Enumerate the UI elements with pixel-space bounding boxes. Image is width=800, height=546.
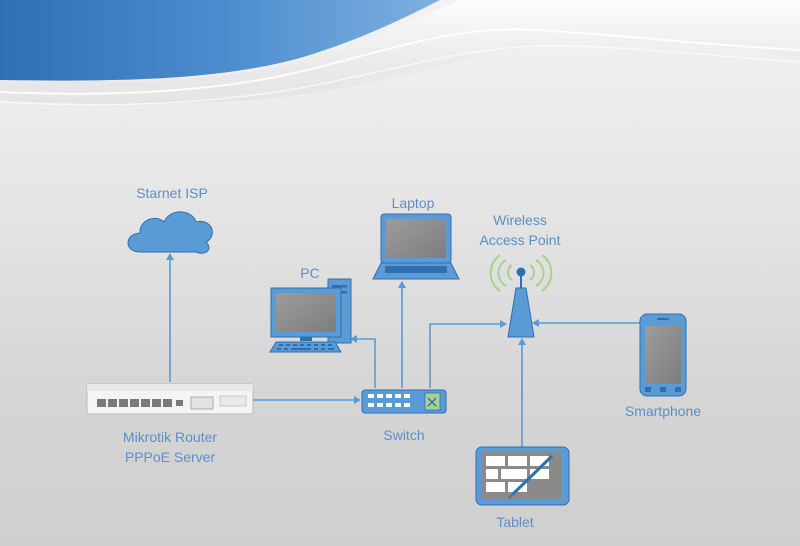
- laptop-label: Laptop: [391, 195, 435, 211]
- router-label-line2: PPPoE Server: [124, 449, 216, 465]
- header-wave: [0, 0, 800, 106]
- smartphone-label: Smartphone: [624, 403, 702, 419]
- link-switch-pc: [350, 335, 376, 388]
- wap-label-line2: Access Point: [479, 232, 561, 248]
- cloud-icon: [127, 211, 213, 254]
- router-icon: [86, 383, 254, 415]
- link-switch-wap: [429, 320, 507, 388]
- laptop-icon: [372, 213, 460, 280]
- smartphone-icon: [639, 313, 687, 397]
- wireless-ap-icon: [489, 254, 553, 338]
- switch-label: Switch: [383, 427, 425, 443]
- pc-label: PC: [300, 265, 320, 281]
- tablet-label: Tablet: [496, 514, 534, 530]
- isp-label: Starnet ISP: [136, 185, 208, 201]
- pc-icon: [269, 278, 352, 353]
- router-label-line1: Mikrotik Router: [122, 429, 218, 445]
- tablet-icon: [475, 446, 570, 506]
- wap-label-line1: Wireless: [493, 212, 547, 228]
- switch-icon: [361, 389, 447, 414]
- links: [166, 253, 640, 448]
